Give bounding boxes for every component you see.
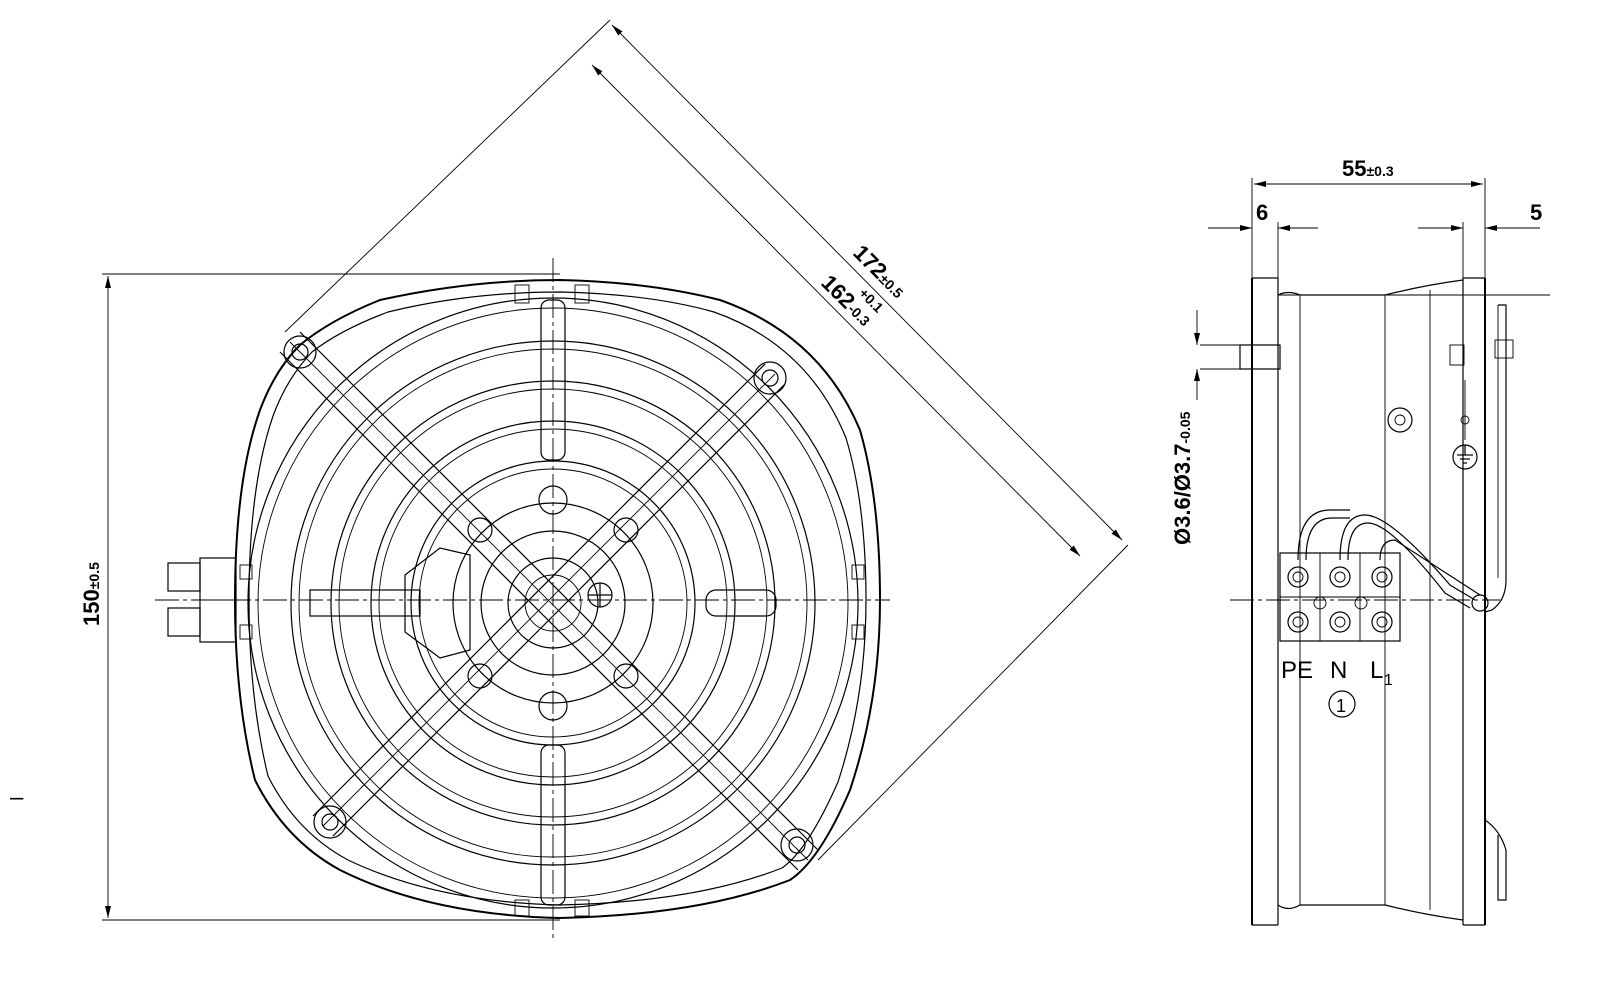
svg-text:Ø3.6/Ø3.7-0.05: Ø3.6/Ø3.7-0.05: [1170, 411, 1195, 545]
hole-dim-tolerance: -0.05: [1177, 411, 1193, 443]
terminal-wires: [1297, 509, 1489, 612]
side-hole-feature: Ø3.6/Ø3.7-0.05: [1170, 310, 1281, 545]
guard-struts: [239, 284, 865, 917]
height-value: 150: [79, 589, 104, 626]
svg-text:150±0.5: 150±0.5: [79, 562, 104, 626]
depth-value: 55: [1342, 156, 1366, 181]
front-view: 150±0.5 172±0.5 162 +0.1 -0.3: [79, 19, 1129, 940]
terminal-label-l-sub: 1: [1384, 672, 1393, 689]
side-view: Ø3.6/Ø3.7-0.05: [1170, 156, 1550, 926]
terminal-label-l: L: [1370, 657, 1383, 684]
height-tolerance: ±0.5: [86, 562, 102, 589]
depth-dimension: 55±0.3: [1251, 156, 1486, 278]
junction-box: [404, 547, 471, 659]
right-offset-value: 5: [1530, 200, 1542, 225]
callout-circle: [1328, 690, 1356, 718]
side-ground-screw: [1387, 380, 1470, 440]
terminal-label-pe: PE: [1281, 657, 1313, 684]
ground-screw-icon: [587, 582, 613, 608]
earth-ground-icon: [1452, 444, 1478, 470]
svg-text:55±0.3: 55±0.3: [1342, 156, 1394, 181]
margin-mark: –: [10, 784, 24, 811]
hole-dim-value: Ø3.6/Ø3.7: [1170, 443, 1195, 545]
terminal-labels: PE N L 1 1: [1281, 657, 1393, 718]
mounting-bracket: [1449, 304, 1514, 901]
fan-housing: [233, 278, 882, 920]
left-offset-value: 6: [1256, 200, 1268, 225]
offset-dimensions: 6 5: [1208, 200, 1542, 278]
terminal-block: [1279, 552, 1401, 642]
terminal-label-n: N: [1330, 657, 1347, 684]
height-dimension: 150±0.5: [79, 273, 560, 921]
depth-tolerance: ±0.3: [1366, 163, 1393, 179]
diagonal-dimensions: 172±0.5 162 +0.1 -0.3: [284, 19, 1129, 861]
callout-number: 1: [1336, 696, 1346, 716]
side-outline: [1251, 277, 1550, 926]
cross-bars: [279, 331, 819, 871]
